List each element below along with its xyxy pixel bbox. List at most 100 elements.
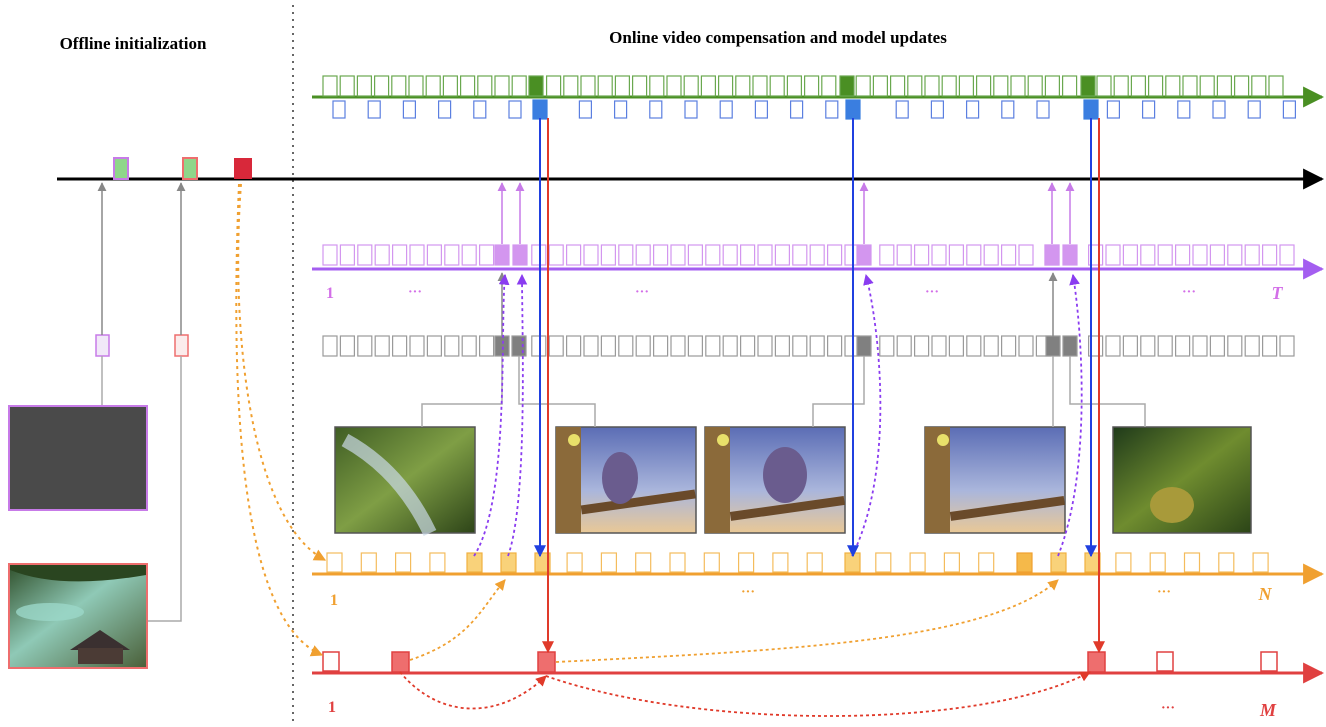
blue-frame [1106,100,1121,119]
blue-frame-highlighted [532,99,548,120]
purple-frame [479,244,495,266]
green-frame [494,75,510,97]
green-frame [1010,75,1026,97]
gray-frame [739,335,756,357]
gray-frame [583,335,599,357]
purple-start-label: 1 [326,285,334,302]
purple-frame [809,244,825,266]
gray-frame [652,335,669,357]
gray-frame [339,335,355,357]
purple-frame [966,244,982,266]
purple-ellipsis-2: ··· [635,285,649,300]
gray-frame [913,335,930,357]
orange-frame [703,552,720,573]
purple-end-label: T [1272,283,1284,303]
green-frame [855,75,871,97]
green-frame [1130,75,1147,97]
purple-frame [879,244,895,266]
purple-frame [461,244,477,266]
green-frame [717,75,734,97]
orange-frame [1252,552,1269,573]
blue-frame [1177,100,1191,119]
green-frame [597,75,613,97]
orange-frame [978,552,995,573]
online-heading: Online video compensation and model upda… [609,28,947,47]
green-frame-highlighted [839,75,855,97]
blue-frame [1282,100,1297,119]
orange-frame [1115,552,1132,573]
offline-connector-red [147,356,182,622]
gray-frame [479,335,495,357]
scene-image-4 [924,426,1066,534]
green-frame [993,75,1009,97]
orange-frame [326,552,343,573]
gray-frame [1261,335,1278,357]
purple-frame [1244,244,1260,266]
orange-frame-dark [1016,552,1033,573]
scene-image-3 [704,426,846,534]
purple-frame [722,244,738,266]
gray-frame [374,335,390,357]
purple-frame [322,244,338,266]
red-frame-highlighted [537,651,556,673]
green-frame [1044,75,1061,97]
orange-frame [909,552,926,573]
offline-heading: Offline initialization [60,34,207,53]
red-frame [322,651,340,672]
purple-frame [705,244,721,266]
gray-frame [1000,335,1017,357]
purple-frame [409,244,425,266]
gray-frame [531,335,547,357]
orange-frame [669,552,686,573]
gray-frame [722,335,738,357]
blue-frame [1036,100,1050,119]
gray-frame [931,335,947,357]
purple-frame [618,244,634,266]
orange-ellipsis-1: ··· [741,585,755,600]
blue-frame [895,100,909,119]
orange-frame [943,552,961,573]
green-frame [975,75,992,97]
green-frame [425,75,441,97]
green-frame [700,75,717,97]
orange-frame [600,552,618,573]
purple-frame [635,244,651,266]
purple-frame [1140,244,1156,266]
green-frame [339,75,355,97]
purple-frame [739,244,756,266]
green-frame [374,75,390,97]
red-ellipsis: ··· [1161,701,1175,716]
orange-frame-highlighted [1084,552,1101,573]
dotted-red-curve-1 [399,671,547,710]
green-frame [1216,75,1233,97]
purple-ellipsis-1: ··· [408,285,422,300]
green-frame [1233,75,1250,97]
orange-frame-highlighted [500,552,517,573]
gray-frame [600,335,617,357]
purple-frame [652,244,669,266]
dotted-purple-curve-1 [473,273,510,557]
green-frame [408,75,424,97]
orange-ellipsis-2: ··· [1157,585,1171,600]
purple-frame-highlighted [856,244,872,266]
blue-frame [825,100,839,119]
scene-image-2 [555,426,697,534]
green-frame [752,75,768,97]
green-frame [821,75,837,97]
offline-marker-red-green [182,157,198,180]
green-frame [889,75,906,97]
green-frame [649,75,665,97]
purple-frame [444,244,460,266]
blue-frame [508,100,522,119]
offline-marker-purple-green [113,157,129,180]
green-frame [683,75,699,97]
purple-frame [913,244,930,266]
green-frame [786,75,803,97]
purple-frame [1279,244,1295,266]
purple-frame [896,244,912,266]
gray-frame [635,335,651,357]
gray-connector-2 [518,356,596,427]
curve-offline-to-red [235,183,324,657]
purple-frame [774,244,791,266]
gray-frame [1244,335,1260,357]
